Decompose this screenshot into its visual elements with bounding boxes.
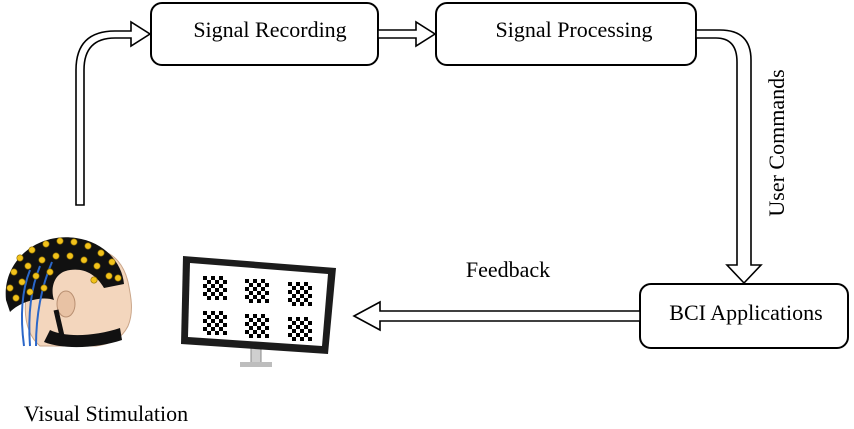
eeg-headset-icon (5, 237, 132, 348)
checker-patch (245, 314, 269, 338)
checker-patch (203, 276, 227, 300)
signal-recording-label: Signal Recording (193, 17, 346, 42)
checker-patch (288, 282, 312, 306)
visual-stimulation-caption: Visual Stimulation (24, 401, 188, 426)
signal-processing-label: Signal Processing (495, 17, 652, 42)
feedback-arrow (352, 300, 641, 332)
signal-recording-node: Signal Recording (150, 2, 379, 66)
checker-patch (245, 279, 269, 303)
processing-to-bci-arrow (695, 29, 763, 285)
checkerboard-monitor-icon (181, 256, 336, 367)
recording-input-arrow (75, 20, 152, 206)
recording-to-processing-arrow (377, 20, 437, 48)
user-commands-label: User Commands (764, 69, 789, 216)
bci-applications-label: BCI Applications (669, 300, 822, 325)
signal-processing-node: Signal Processing (435, 2, 697, 66)
feedback-label: Feedback (466, 257, 550, 282)
checker-patch (288, 317, 312, 341)
bci-applications-node: BCI Applications (639, 283, 849, 349)
checker-patch (203, 311, 227, 335)
